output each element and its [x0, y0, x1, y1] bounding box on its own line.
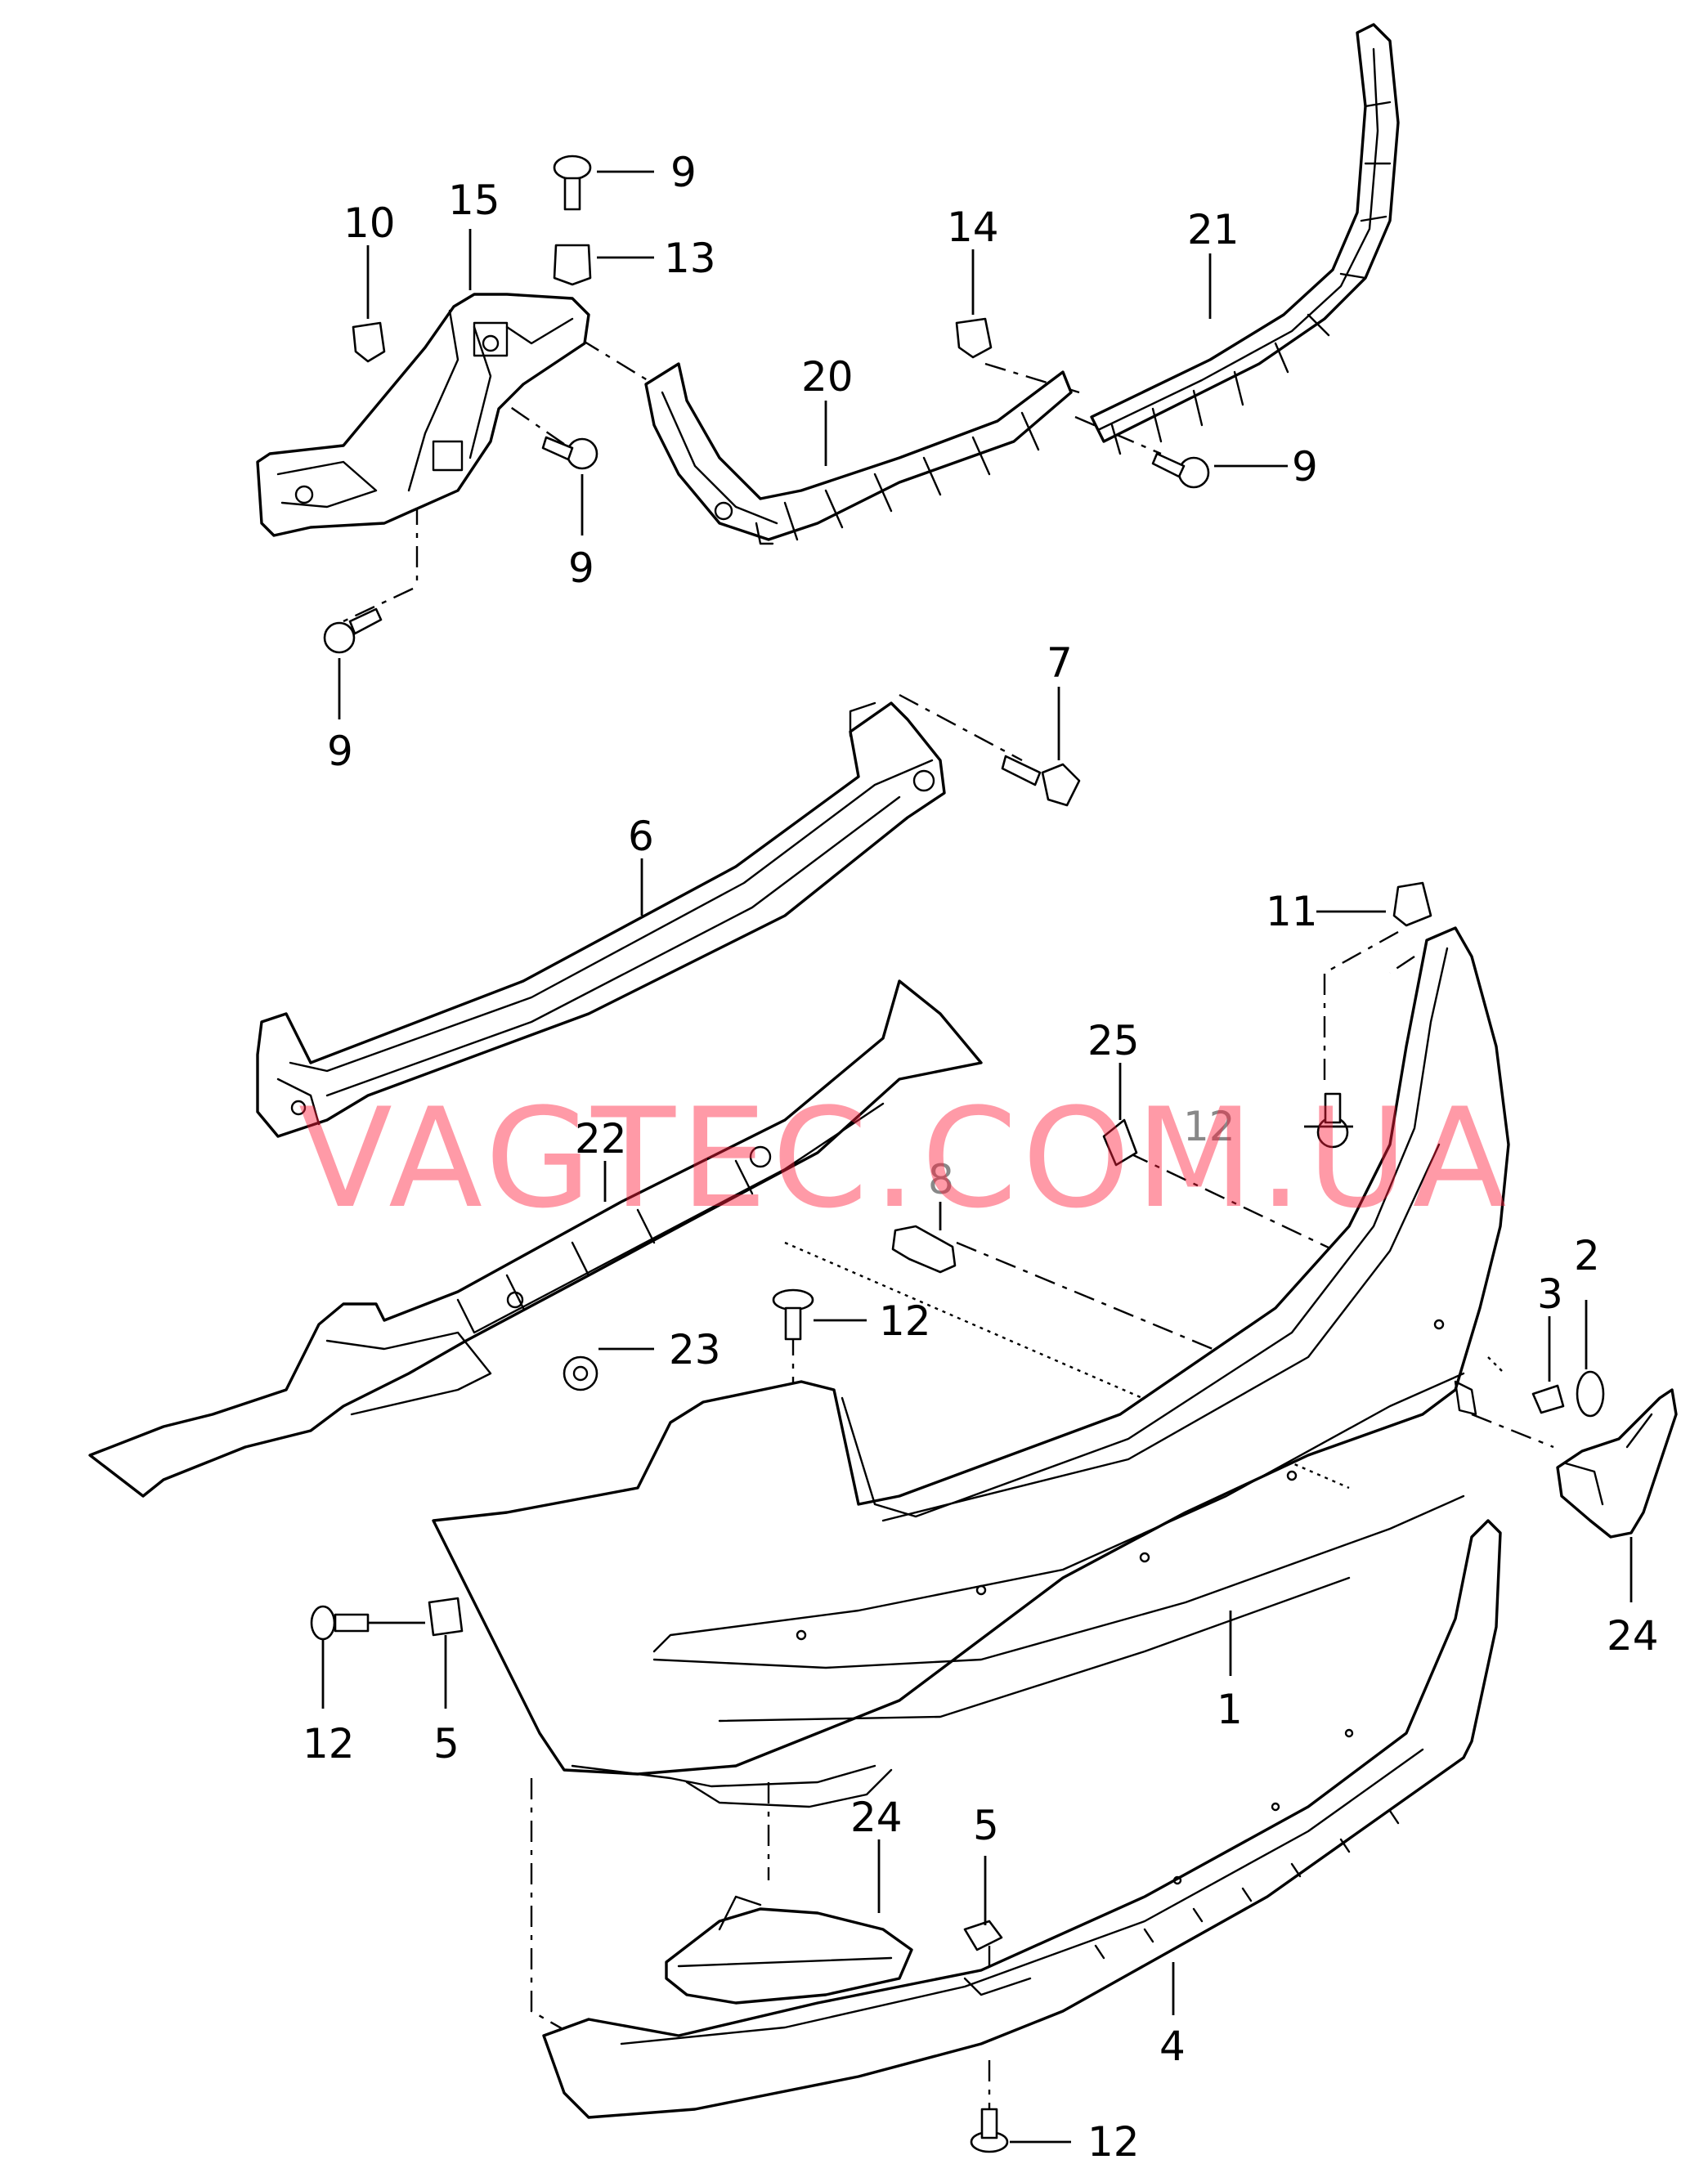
callout-1: 1: [1217, 1686, 1243, 1733]
callout-9-right: 9: [1292, 443, 1318, 491]
callout-9-top: 9: [670, 149, 697, 196]
callout-24-lower: 24: [850, 1794, 903, 1841]
clip-11: [1392, 881, 1432, 927]
screw-12-left: [310, 1605, 370, 1641]
callout-24-right: 24: [1607, 1612, 1659, 1660]
clip-10: [352, 321, 386, 363]
callout-10: 10: [343, 199, 396, 247]
callout-9-low: 9: [327, 728, 353, 775]
clip-14: [955, 317, 993, 359]
callout-5-lower: 5: [973, 1802, 999, 1849]
bumper-spoiler-lower: [542, 1519, 1502, 2119]
callout-9-mid: 9: [568, 544, 594, 592]
callout-8: 8: [928, 1156, 954, 1203]
callout-12-left: 12: [303, 1720, 355, 1768]
callout-13: 13: [664, 235, 716, 282]
screw-7: [1001, 755, 1081, 807]
callout-25: 25: [1087, 1017, 1140, 1064]
callout-5-left: 5: [433, 1720, 460, 1768]
retainer-25: [1102, 1118, 1138, 1167]
screw-12-right: [1316, 1092, 1349, 1149]
bumper-carrier-lower: [88, 979, 983, 1498]
clip-3: [1531, 1384, 1565, 1414]
impact-beam: [256, 701, 946, 1138]
callout-11: 11: [1266, 888, 1318, 935]
guide-profile-right: [1090, 23, 1400, 455]
callout-12-bottom: 12: [1087, 2118, 1140, 2166]
bumper-cover: [432, 926, 1510, 1808]
callout-3: 3: [1537, 1270, 1563, 1318]
nut-5-left: [428, 1597, 464, 1637]
callout-15: 15: [448, 177, 500, 224]
callout-23: 23: [669, 1326, 721, 1373]
callout-6: 6: [628, 813, 654, 860]
leader-lines: [321, 170, 1633, 2144]
screw-12-center: [772, 1288, 814, 1341]
screw-9-right: [1151, 452, 1210, 489]
screw-9-top: [553, 155, 592, 211]
callout-2: 2: [1574, 1232, 1600, 1279]
screw-9-low: [323, 607, 383, 654]
callout-7: 7: [1047, 639, 1073, 687]
callout-20: 20: [801, 353, 854, 401]
expansion-rivet-8: [891, 1225, 957, 1274]
screw-9-mid: [541, 436, 598, 470]
watermark: VAGTEC.COM.UA: [298, 1078, 1512, 1239]
callout-labels: 9 13 10 15 14 20 21 9 9 9 7 6 11 25 12 2…: [303, 149, 1659, 2166]
cap-2: [1576, 1370, 1605, 1418]
nut-23: [563, 1355, 598, 1391]
callout-14: 14: [947, 204, 999, 251]
reflector-lamp-right: [1556, 1388, 1678, 1539]
callout-21: 21: [1187, 206, 1240, 253]
nut-5-lower: [963, 1920, 1003, 1951]
callout-12-faded: 12: [1183, 1103, 1235, 1150]
screw-12-bottom: [970, 2108, 1009, 2153]
reflector-lamp-lower: [665, 1895, 913, 2005]
callout-22: 22: [575, 1115, 627, 1163]
guide-profile-center: [644, 362, 1073, 545]
callout-4: 4: [1159, 2023, 1186, 2070]
side-bracket-left: [256, 293, 590, 537]
callout-12-center: 12: [879, 1297, 931, 1345]
clip-nut-13: [553, 244, 592, 286]
